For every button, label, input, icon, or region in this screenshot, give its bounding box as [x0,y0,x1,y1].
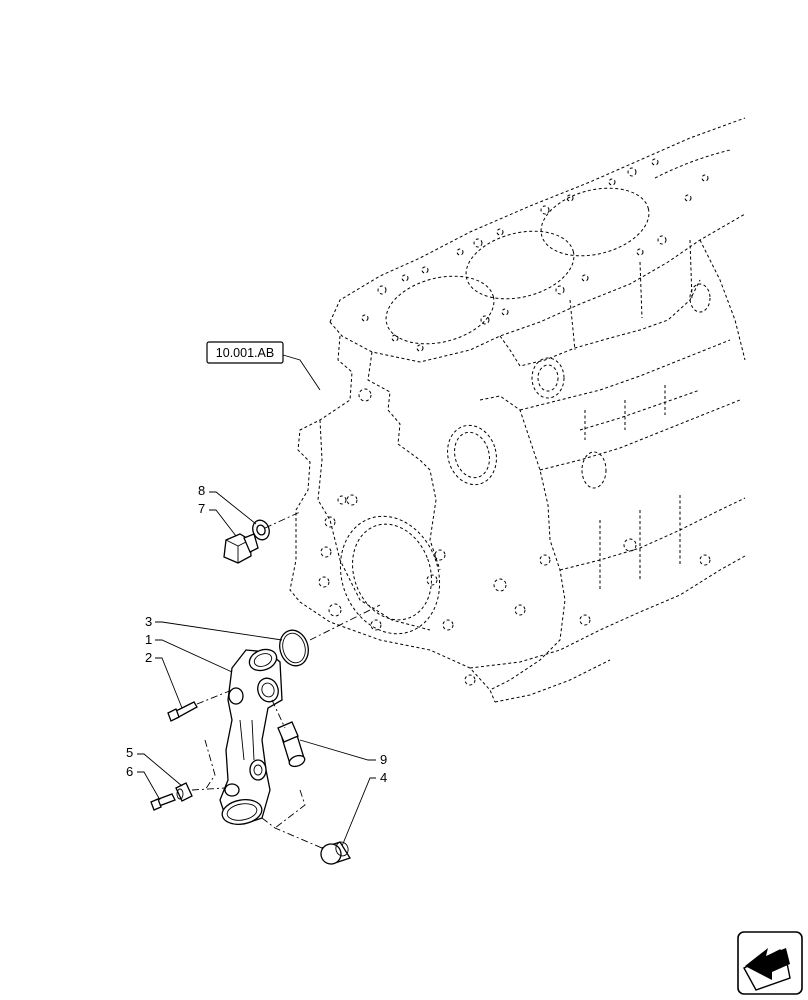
part-5-sleeve [175,782,193,802]
part-7-plug [223,533,259,564]
callout-6: 6 [126,764,161,801]
svg-text:2: 2 [145,650,152,665]
svg-text:5: 5 [126,745,133,760]
svg-text:9: 9 [380,752,387,767]
part-2-bolt [167,701,198,722]
part-4-cap [320,841,351,865]
part-8-washer [252,519,270,541]
svg-text:6: 6 [126,764,133,779]
svg-text:7: 7 [198,501,205,516]
callout-2: 2 [145,650,183,709]
deck-bolt-holes [361,158,709,352]
svg-text:1: 1 [145,632,152,647]
svg-text:8: 8 [198,483,205,498]
svg-text:4: 4 [380,770,387,785]
part-1-coolant-elbow [219,648,283,825]
callout-7: 7 [198,501,237,537]
svg-text:3: 3 [145,614,152,629]
reference-callout[interactable]: 10.001.AB [206,341,321,391]
callout-5: 5 [126,745,183,787]
part-6-bolt [150,793,176,811]
engine-block [289,117,746,703]
callout-1: 1 [145,632,233,673]
callout-9: 9 [299,739,387,767]
callout-8: 8 [198,483,257,525]
callout-4: 4 [341,770,387,847]
part-9-fitting [277,721,306,768]
reference-label: 10.001.AB [216,346,274,360]
callout-3: 3 [145,614,283,641]
part-3-o-ring [279,629,309,667]
arrow-left-icon[interactable] [737,931,803,995]
